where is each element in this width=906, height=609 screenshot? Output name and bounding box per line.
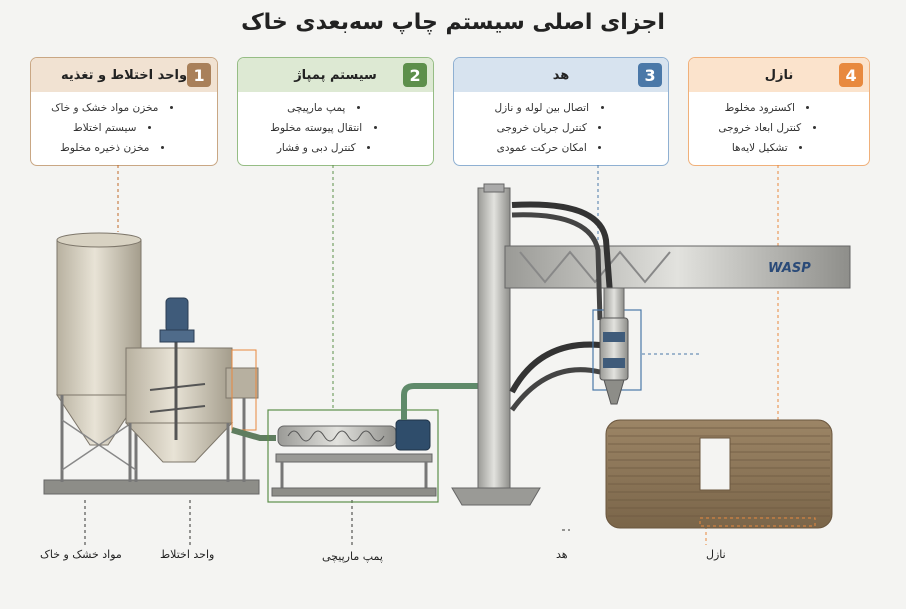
- list-item: اکسترود مخلوط: [689, 98, 845, 118]
- card-header: 3 هد: [454, 58, 668, 92]
- card-list: اتصال بین لوله و نازل کنترل جریان خروجی …: [454, 98, 668, 158]
- print-head: [592, 287, 642, 405]
- label-head: هد: [556, 548, 568, 561]
- card-header: 1 واحد اختلاط و تغذیه: [31, 58, 217, 92]
- list-item: مخزن مواد خشک و خاک: [31, 98, 193, 118]
- feed-pipe: [231, 427, 276, 441]
- card-nozzle: 4 نازل اکسترود مخلوط کنترل ابعاد خروجی ت…: [688, 57, 870, 166]
- screw-pump: [267, 409, 439, 503]
- list-item: کنترل جریان خروجی: [454, 118, 644, 138]
- list-item: مخزن ذخیره مخلوط: [31, 138, 193, 158]
- step-number: 2: [403, 63, 427, 87]
- hose-upper-2: [511, 212, 603, 321]
- list-item: کنترل ابعاد خروجی: [689, 118, 845, 138]
- card-list: مخزن مواد خشک و خاک سیستم اختلاط مخزن ذخ…: [31, 98, 217, 158]
- step-number: 3: [638, 63, 662, 87]
- brand-logo: WASP: [768, 261, 811, 276]
- card-mixing-unit: 1 واحد اختلاط و تغذیه مخزن مواد خشک و خا…: [30, 57, 218, 166]
- card-pump-system: 2 سیستم پمپاژ پمپ مارپیچی انتقال پیوسته …: [237, 57, 434, 166]
- card-head: 3 هد اتصال بین لوله و نازل کنترل جریان خ…: [453, 57, 669, 166]
- mixer-base: [43, 479, 260, 495]
- step-number: 4: [839, 63, 863, 87]
- list-item: امکان حرکت عمودی: [454, 138, 644, 158]
- card-title: سیستم پمپاژ: [294, 67, 377, 83]
- list-item: پمپ مارپیچی: [238, 98, 409, 118]
- step-number: 1: [187, 63, 211, 87]
- label-mixer: واحد اختلاط: [160, 548, 215, 561]
- card-list: پمپ مارپیچی انتقال پیوسته مخلوط کنترل دب…: [238, 98, 433, 158]
- page-title: اجزای اصلی سیستم چاپ سه‌بعدی خاک: [241, 10, 665, 35]
- card-title: هد: [552, 67, 570, 83]
- hose-upper: [511, 201, 615, 321]
- card-title: نازل: [764, 67, 794, 83]
- gantry-arm: WASP: [504, 245, 851, 289]
- list-item: کنترل دبی و فشار: [238, 138, 409, 158]
- label-dry-material: مواد خشک و خاک: [40, 548, 122, 561]
- hose-lower: [509, 341, 601, 394]
- mixer-tank: [124, 297, 259, 482]
- list-item: انتقال پیوسته مخلوط: [238, 118, 409, 138]
- list-item: تشکیل لایه‌ها: [689, 138, 845, 158]
- printed-wall: [605, 419, 833, 529]
- card-list: اکسترود مخلوط کنترل ابعاد خروجی تشکیل لا…: [689, 98, 869, 158]
- card-header: 2 سیستم پمپاژ: [238, 58, 433, 92]
- gantry-column: [451, 183, 541, 506]
- card-header: 4 نازل: [689, 58, 869, 92]
- list-item: اتصال بین لوله و نازل: [454, 98, 644, 118]
- card-title: واحد اختلاط و تغذیه: [60, 67, 188, 83]
- label-pump: پمپ مارپیچی: [322, 550, 383, 563]
- label-nozzle: نازل: [706, 548, 726, 561]
- hose-lower-2: [509, 367, 601, 412]
- pump-outlet-pipe: [401, 383, 482, 420]
- list-item: سیستم اختلاط: [31, 118, 193, 138]
